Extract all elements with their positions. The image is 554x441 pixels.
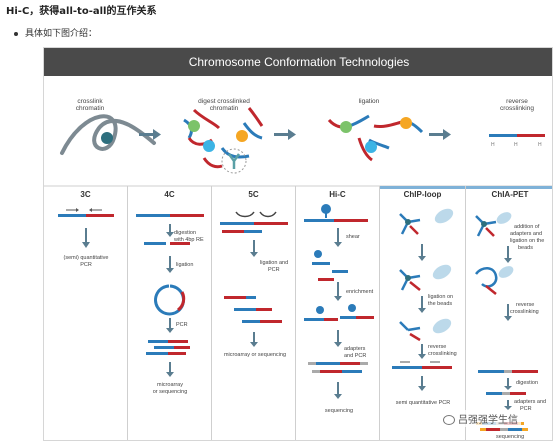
watermark-text: 吕强强学生信 [458,415,518,426]
panel-hic-text-1: shear [346,234,360,240]
panel-hic-text-2: enrichment [346,289,374,295]
chromosome-conformation-figure: Chromosome Conformation Technologies [43,47,553,441]
figure-title: Chromosome Conformation Technologies [44,48,552,76]
panel-4c-text-4: PCR [176,322,188,328]
panel-chip-loop-text-1: ligation on [428,294,454,300]
panel-title-hic: Hi-C [329,190,346,199]
panel-chip-loop-text-5: semi quantitative PCR [395,400,451,406]
panel-4c-text-3: ligation [176,262,194,268]
reverse-crosslinking-graphic: H H H [489,134,545,148]
panel-5c-text-1: ligation and [260,260,289,266]
panel-chia-pet-accent [466,186,552,189]
panel-4c-text-2: with 4bp RE [174,237,204,243]
digest-graphic [183,107,264,174]
panel-chip-loop-accent [380,186,465,189]
panel-title-4c: 4C [164,190,175,199]
panel-chia-pet-text-10: sequencing [496,434,525,440]
panel-hic-graphic [304,204,374,399]
panel-hic-text-4: and PCR [344,353,367,359]
watermark: 吕强强学生信 [440,410,521,427]
panel-3c-graphic [58,208,114,248]
top-arrow-3 [429,133,443,136]
panel-3c: 3C (semi) quantitative PCR [44,186,128,440]
svg-text:H: H [491,142,495,148]
panel-chia-pet-text-4: beads [518,245,533,251]
top-arrow-2 [274,133,288,136]
panel-title-5c: 5C [248,190,259,199]
panel-title-3c: 3C [80,190,91,199]
panel-5c-text-2: PCR [268,267,280,273]
panel-chip-loop-text-3: reverse [428,344,447,350]
bullet-text: 具体如下图介绍： [25,29,98,39]
svg-text:H: H [514,142,518,148]
panel-5c-graphic [220,211,288,347]
panel-chip-loop: ChIP-loop ligation on the be [380,186,466,440]
panel-4c: 4C digestion with 4bp RE ligation [128,186,212,440]
panel-chia-pet-text-9: PCR [520,406,532,412]
svg-text:H: H [538,142,542,148]
crosslink-loop-graphic [60,114,156,155]
panel-chia-pet-text-6: crosslinking [510,309,539,315]
panel-4c-text-5: microarray [157,382,183,388]
panel-3c-text-2: PCR [80,262,92,268]
section-heading: Hi-C，获得all-to-all的互作关系 [6,6,157,17]
panel-chia-pet: ChIA-PET [466,186,552,440]
panel-title-chip-loop: ChIP-loop [403,190,442,199]
panel-4c-graphic [136,214,204,377]
panel-chia-pet-text-3: ligation on the [510,238,545,244]
panel-chip-loop-graphic [392,208,454,391]
wechat-icon [443,415,455,425]
panel-5c-text-3: microarray or sequencing [223,352,287,358]
step-digest-label: digest crosslinked chromatin [198,98,250,113]
panel-hic-text-5: sequencing [324,408,354,414]
panel-chia-pet-text-5: reverse [516,302,535,308]
panel-hic-text-3: adapters [344,346,366,352]
panel-5c: 5C ligation and PCR microarray or sequen… [212,186,296,440]
step-reverse-label: reverse crosslinking [500,98,534,113]
panel-4c-text-6: or sequencing [152,389,188,395]
panel-title-chia-pet: ChIA-PET [491,190,529,199]
panel-hic: Hi-C [296,186,380,440]
bullet-item: 具体如下图介绍： [14,26,97,39]
panel-3c-text-1: (semi) quantitative [63,255,109,261]
panel-chia-pet-text-1: addition of [514,224,540,230]
panel-4c-text-1: digestion [174,230,197,236]
panel-chia-pet-text-8: adapters and [514,399,547,405]
panel-chia-pet-text-7: digestion [516,380,539,386]
top-arrow-1 [139,133,153,136]
top-row-illustration: H H H [44,107,552,187]
panel-chip-loop-text-4: crosslinking [428,351,457,357]
panel-chia-pet-text-2: adapters and [510,231,543,237]
step-ligation-label: ligation [358,98,380,105]
step-crosslink-label: crosslink chromatin [75,98,105,113]
panel-chip-loop-text-2: the beads [428,301,453,307]
ligation-graphic [327,114,424,162]
bullet-dot-icon [14,31,18,36]
